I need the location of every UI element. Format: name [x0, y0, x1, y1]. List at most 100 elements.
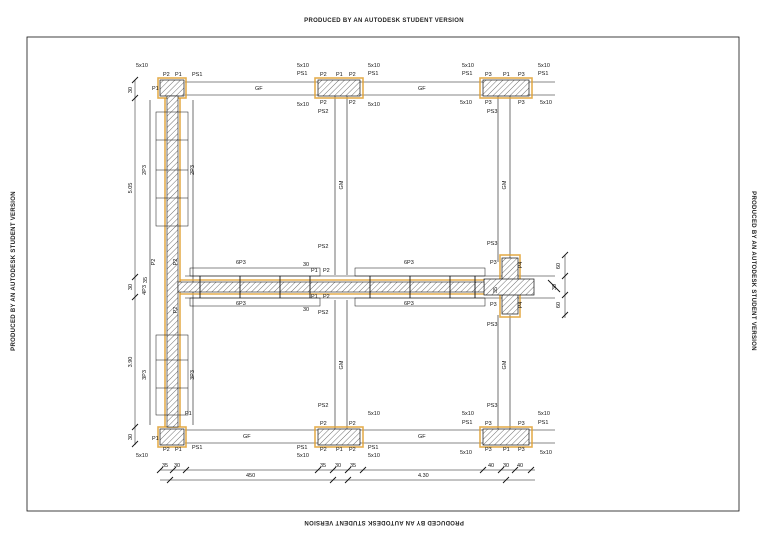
svg-text:P4: P4 [518, 262, 524, 269]
svg-text:P1: P1 [503, 447, 510, 453]
svg-text:5x10: 5x10 [538, 411, 550, 417]
svg-text:35: 35 [143, 277, 149, 283]
svg-text:P2: P2 [349, 447, 356, 453]
svg-text:30: 30 [503, 463, 509, 469]
svg-text:PS2: PS2 [318, 109, 328, 115]
svg-text:P2: P2 [173, 307, 179, 314]
labels: 5x10 P2 P1 PS1 P1 GF 5x10 PS1 P2 P1 P2 5… [136, 63, 552, 459]
watermark-top: PRODUCED BY AN AUTODESK STUDENT VERSION [304, 18, 464, 24]
svg-text:5x10: 5x10 [368, 102, 380, 108]
svg-text:30: 30 [128, 87, 134, 93]
svg-text:P4: P4 [518, 302, 524, 309]
watermark-bottom: PRODUCED BY AN AUTODESK STUDENT VERSION [304, 519, 464, 525]
svg-text:P1: P1 [503, 72, 510, 78]
svg-text:P2: P2 [349, 421, 356, 427]
svg-text:GF: GF [243, 434, 251, 440]
svg-text:P1: P1 [336, 72, 343, 78]
svg-text:P3: P3 [485, 421, 492, 427]
svg-text:GM: GM [502, 360, 508, 369]
svg-text:P2: P2 [163, 72, 170, 78]
rebars [155, 111, 561, 416]
svg-text:P3: P3 [485, 100, 492, 106]
svg-text:GF: GF [418, 86, 426, 92]
svg-text:P2: P2 [320, 421, 327, 427]
walls [166, 95, 485, 428]
watermark-left: PRODUCED BY AN AUTODESK STUDENT VERSION [11, 191, 17, 351]
svg-text:35: 35 [350, 463, 356, 469]
svg-text:PS3: PS3 [487, 109, 497, 115]
svg-text:PS1: PS1 [368, 71, 378, 77]
svg-text:4.30: 4.30 [418, 473, 429, 479]
svg-text:P2: P2 [163, 447, 170, 453]
svg-text:6P3: 6P3 [404, 301, 414, 307]
svg-text:5x10: 5x10 [462, 63, 474, 69]
svg-text:P3: P3 [518, 447, 525, 453]
svg-text:PS1: PS1 [192, 445, 202, 451]
svg-text:30: 30 [174, 463, 180, 469]
drawing-frame [26, 36, 740, 512]
svg-text:P2: P2 [151, 259, 157, 266]
svg-text:P3: P3 [485, 72, 492, 78]
svg-text:5x10: 5x10 [136, 453, 148, 459]
svg-text:P3: P3 [485, 447, 492, 453]
svg-text:P1: P1 [311, 294, 318, 300]
svg-text:6P3: 6P3 [404, 260, 414, 266]
svg-text:PS1: PS1 [462, 71, 472, 77]
svg-text:60: 60 [556, 263, 562, 269]
svg-text:P1: P1 [175, 447, 182, 453]
svg-text:5x10: 5x10 [297, 63, 309, 69]
svg-text:5x10: 5x10 [460, 100, 472, 106]
watermark-right: PRODUCED BY AN AUTODESK STUDENT VERSION [750, 191, 756, 351]
svg-text:PS1: PS1 [538, 420, 548, 426]
svg-text:GF: GF [255, 86, 263, 92]
svg-text:5x10: 5x10 [368, 411, 380, 417]
svg-text:PS2: PS2 [318, 310, 328, 316]
svg-text:3P3: 3P3 [142, 370, 148, 380]
svg-text:5x10: 5x10 [538, 63, 550, 69]
svg-text:P1: P1 [185, 411, 192, 417]
svg-text:5x10: 5x10 [368, 453, 380, 459]
svg-text:40: 40 [517, 463, 523, 469]
svg-text:30: 30 [128, 284, 134, 290]
svg-text:3P3: 3P3 [190, 370, 196, 380]
svg-text:P3: P3 [490, 260, 497, 266]
svg-text:PS1: PS1 [368, 445, 378, 451]
svg-text:450: 450 [246, 473, 255, 479]
svg-text:P1: P1 [152, 86, 159, 92]
svg-text:P3: P3 [490, 302, 497, 308]
svg-text:3.90: 3.90 [128, 357, 134, 368]
svg-text:35: 35 [493, 287, 499, 293]
svg-text:5x10: 5x10 [540, 450, 552, 456]
svg-text:P2: P2 [349, 100, 356, 106]
svg-text:PS1: PS1 [538, 71, 548, 77]
svg-text:P2: P2 [323, 268, 330, 274]
svg-text:60: 60 [556, 302, 562, 308]
svg-text:5x10: 5x10 [462, 411, 474, 417]
svg-text:GM: GM [339, 360, 345, 369]
svg-text:6P3: 6P3 [236, 260, 246, 266]
svg-text:35: 35 [162, 463, 168, 469]
svg-text:30: 30 [335, 463, 341, 469]
svg-text:P2: P2 [349, 72, 356, 78]
svg-text:P1: P1 [336, 447, 343, 453]
svg-text:PS2: PS2 [318, 403, 328, 409]
svg-text:5.05: 5.05 [128, 183, 134, 194]
svg-text:30: 30 [303, 262, 309, 268]
dimension-lines: 30 5.05 30 3.90 30 35 30 450 35 30 35 4.… [128, 76, 569, 484]
svg-text:P3: P3 [518, 72, 525, 78]
svg-text:40: 40 [488, 463, 494, 469]
svg-text:PS2: PS2 [318, 244, 328, 250]
svg-text:30: 30 [552, 284, 558, 290]
svg-text:P3: P3 [518, 421, 525, 427]
svg-text:P2: P2 [320, 100, 327, 106]
columns [159, 79, 535, 446]
reinforcement-lines [157, 77, 533, 448]
svg-text:4P3: 4P3 [142, 285, 148, 295]
svg-text:35: 35 [320, 463, 326, 469]
svg-text:GM: GM [502, 180, 508, 189]
svg-text:5x10: 5x10 [136, 63, 148, 69]
svg-text:PS3: PS3 [487, 241, 497, 247]
svg-text:5x10: 5x10 [297, 102, 309, 108]
svg-text:PS1: PS1 [297, 71, 307, 77]
